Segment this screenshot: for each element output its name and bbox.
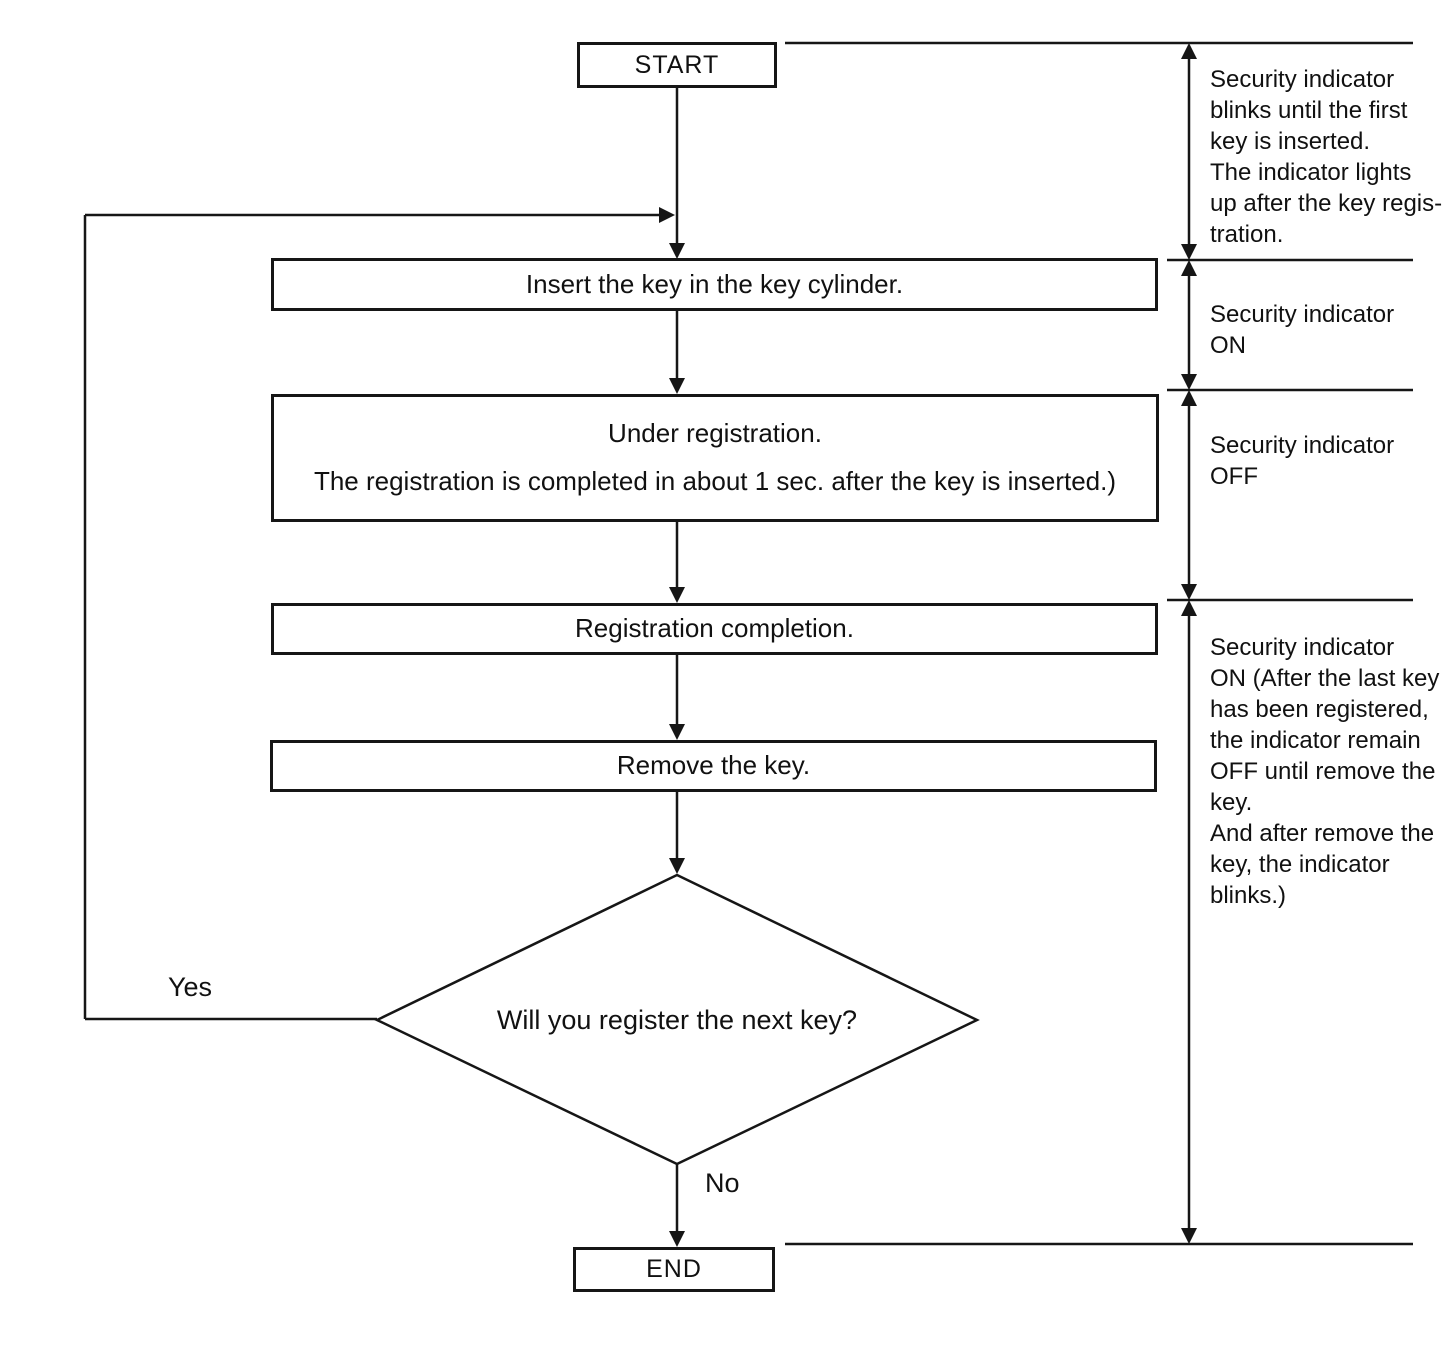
annotation-text-line: tration. [1210, 221, 1284, 248]
annotation-text-line: the indicator remain [1210, 727, 1421, 754]
annotation-text-line: Security indicator [1210, 634, 1395, 661]
annotation-text-line: key. [1210, 789, 1253, 816]
node-remove-key-label: Remove the key. [616, 750, 811, 781]
annotation-text-line: ON (After the last key [1210, 665, 1440, 692]
node-under-registration: Under registration. The registration is … [271, 394, 1159, 522]
annotation-text-line: Security indicator [1210, 66, 1395, 93]
annotation-text-line: And after remove the [1210, 820, 1435, 847]
annotation-text-line: key is inserted. [1210, 128, 1371, 155]
range-arrow-on-after-last-phase [1181, 600, 1197, 1244]
annotation-text-line: blinks.) [1210, 882, 1287, 909]
annotation-indicator-on: Security indicator ON [1210, 299, 1450, 361]
annotation-text-line: up after the key regis- [1210, 190, 1443, 217]
annotation-blinks-until-first-key: Security indicator blinks until the firs… [1210, 64, 1450, 250]
annotation-text-line: Security indicator [1210, 301, 1395, 328]
edge-start-to-insert [669, 88, 685, 259]
edge-completion-to-remove [669, 655, 685, 740]
edge-label-no: No [705, 1168, 740, 1198]
edge-decision-yes-loop [83, 207, 675, 1021]
node-insert-key-label: Insert the key in the key cylinder. [525, 268, 904, 299]
range-arrow-blink-phase [1181, 43, 1197, 260]
annotation-indicator-on-after-last-key: Security indicator ON (After the last ke… [1210, 632, 1450, 911]
node-remove-key: Remove the key. [270, 740, 1157, 792]
annotation-text-line: The indicator lights [1210, 159, 1412, 186]
annotation-text-line: OFF [1210, 463, 1258, 490]
edge-under-registration-to-completion [669, 522, 685, 603]
edge-insert-to-under-registration [669, 311, 685, 394]
node-start-label: START [634, 50, 720, 79]
annotation-text-line: ON [1210, 332, 1246, 359]
range-arrow-off-phase [1181, 390, 1197, 600]
edge-remove-to-decision [669, 792, 685, 874]
annotation-text-line: has been registered, [1210, 696, 1429, 723]
node-insert-key: Insert the key in the key cylinder. [271, 258, 1158, 311]
node-end-label: END [646, 1255, 702, 1284]
node-under-registration-line2: The registration is completed in about 1… [313, 466, 1117, 496]
annotation-text-line: blinks until the first [1210, 97, 1408, 124]
node-registration-completion-label: Registration completion. [575, 613, 854, 644]
decision-question-text: Will you register the next key? [496, 1004, 858, 1035]
edge-label-yes: Yes [168, 972, 213, 1002]
node-under-registration-line1: Under registration. [608, 418, 822, 449]
node-registration-completion: Registration completion. [271, 603, 1158, 655]
annotation-text-line: Security indicator [1210, 432, 1395, 459]
node-decision-label: Will you register the next key? [377, 1003, 977, 1037]
annotation-indicator-off: Security indicator OFF [1210, 430, 1450, 492]
annotation-text-line: OFF until remove the [1210, 758, 1436, 785]
annotation-text-line: key, the indicator [1210, 851, 1390, 878]
edge-decision-no-to-end [669, 1164, 685, 1247]
node-end: END [573, 1247, 775, 1292]
range-arrow-on-phase [1181, 260, 1197, 390]
decision-diamond [374, 873, 980, 1166]
node-start: START [577, 42, 777, 88]
